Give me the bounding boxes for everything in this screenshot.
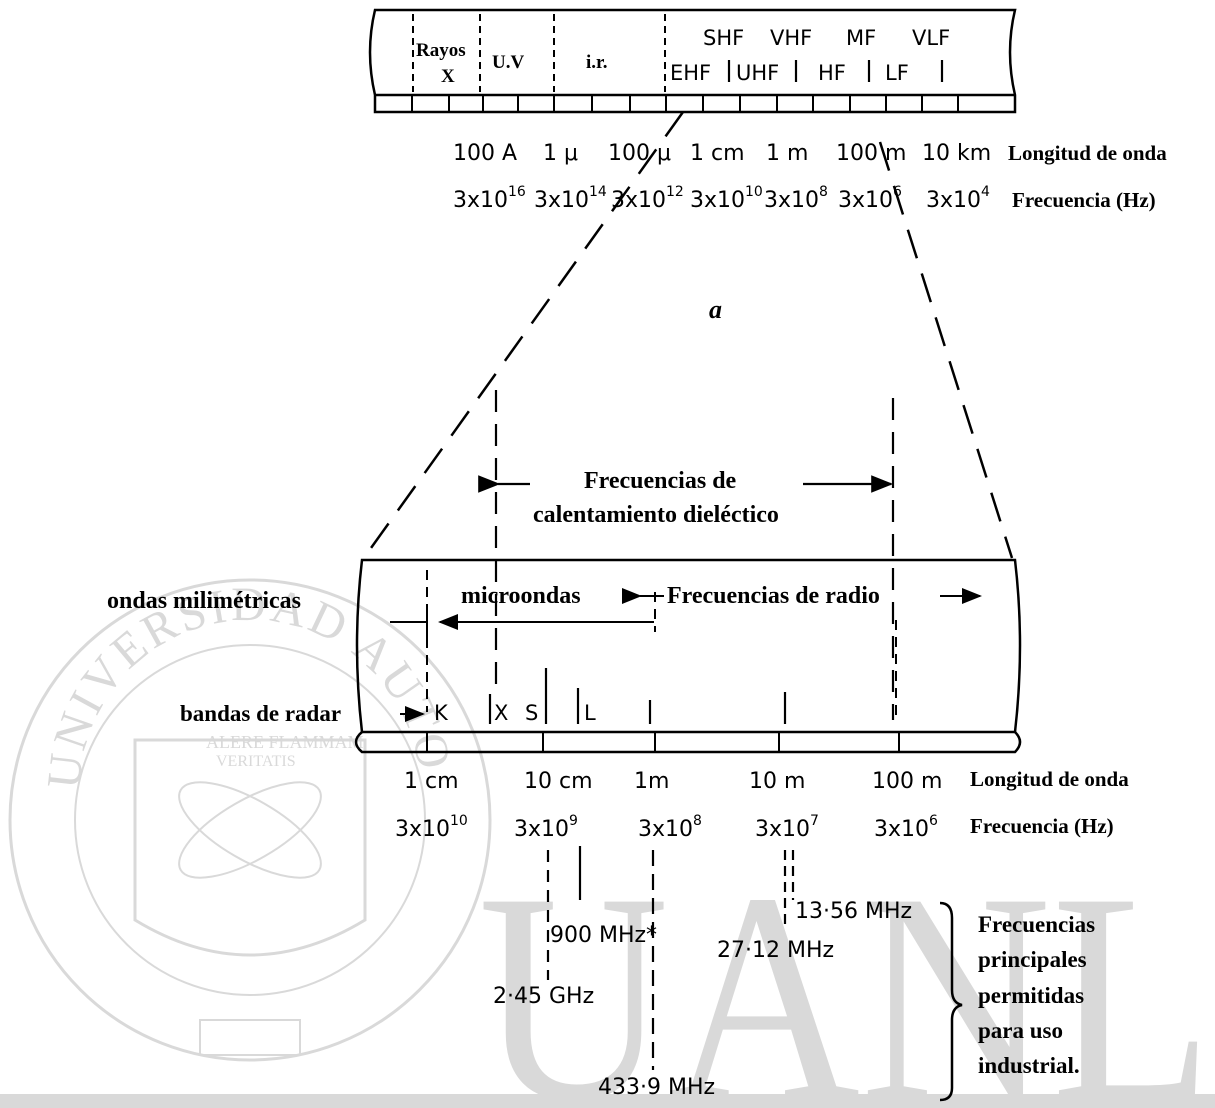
fq-detail-5: 3x106 <box>874 813 938 842</box>
wl-detail-100m: 100 m <box>872 769 942 794</box>
fq-detail-4: 3x107 <box>755 813 819 842</box>
university-seal-watermark: UNIVERSIDAD AUTONOMA DE NUEVO LEON ALERE… <box>0 0 492 1062</box>
detail-band <box>354 558 1022 754</box>
dielectric-range <box>478 390 895 720</box>
wavelength-title-detail: Longitud de onda <box>970 767 1129 791</box>
wl-detail-10m: 10 m <box>749 769 805 794</box>
radio-frequencies-label: Frecuencias de radio <box>667 583 880 609</box>
radar-band-l: L <box>584 701 596 725</box>
footer-band <box>0 1094 1215 1108</box>
freq-433mhz: 433·9 MHz <box>598 1075 715 1100</box>
radar-band-s: S <box>525 701 538 725</box>
caption-brace <box>939 901 963 1102</box>
top-frequency-row: 3x1016 3x1014 3x1012 3x1010 3x108 3x106 … <box>453 184 1156 213</box>
zoom-lines <box>364 111 1014 559</box>
fq-top-7: 3x104 <box>926 184 990 213</box>
wl-1m: 1 m <box>766 141 808 166</box>
wl-detail-1cm: 1 cm <box>404 769 459 794</box>
fq-top-2: 3x1014 <box>534 184 607 213</box>
wl-detail-10cm: 10 cm <box>524 769 593 794</box>
radar-bands-label: bandas de radar <box>180 701 341 726</box>
fq-detail-2: 3x109 <box>514 813 578 842</box>
fq-top-1: 3x1016 <box>453 184 526 213</box>
uanl-watermark-letters: UANL <box>478 831 1213 1108</box>
region-uv: U.V <box>492 52 524 73</box>
region-rayos: Rayos <box>416 40 466 61</box>
freq-900mhz: 900 MHz* <box>550 923 657 948</box>
caption-line3: permitidas <box>978 983 1084 1008</box>
band-mf: MF <box>846 26 876 50</box>
wl-1mu: 1 μ <box>543 141 578 166</box>
detail-frequency-row: 3x1010 3x109 3x108 3x107 3x106 Frecuenci… <box>395 813 1114 842</box>
seal-motto-line2: VERITATIS <box>216 753 296 770</box>
freq-2450mhz: 2·45 GHz <box>493 984 594 1009</box>
band-ehf: EHF <box>670 61 711 85</box>
freq-27mhz: 27·12 MHz <box>717 938 834 963</box>
band-lf: LF <box>885 61 909 85</box>
band-uhf: UHF <box>736 61 779 85</box>
dielectric-line1: Frecuencias de <box>584 468 737 494</box>
wl-100m: 100 m <box>836 141 906 166</box>
band-vhf: VHF <box>770 26 812 50</box>
microwaves-label: microondas <box>461 583 581 609</box>
caption-line2: principales <box>978 947 1087 972</box>
mm-waves-label: ondas milimétricas <box>107 588 301 614</box>
top-wavelength-row: 100 A 1 μ 100 μ 1 cm 1 m 100 m 10 km Lon… <box>453 141 1167 166</box>
region-x: X <box>441 66 455 87</box>
frequency-title-detail: Frecuencia (Hz) <box>970 814 1114 838</box>
wl-100mu: 100 μ <box>608 141 671 166</box>
panel-label: a <box>709 295 722 324</box>
allowed-frequency-leaders <box>546 846 795 1070</box>
region-ir: i.r. <box>586 52 607 73</box>
dielectric-line2: calentamiento dieléctico <box>533 502 779 528</box>
frequency-title-top: Frecuencia (Hz) <box>1012 188 1156 212</box>
radar-band-k: K <box>434 701 449 725</box>
freq-13mhz: 13·56 MHz <box>795 899 912 924</box>
fq-top-4: 3x1010 <box>690 184 763 213</box>
wavelength-title-top: Longitud de onda <box>1008 141 1167 165</box>
fq-detail-3: 3x108 <box>638 813 702 842</box>
fq-top-6: 3x106 <box>838 184 902 213</box>
band-hf: HF <box>818 61 846 85</box>
svg-text:UNIVERSIDAD AUTONOMA DE NUEVO: UNIVERSIDAD AUTONOMA DE NUEVO LEON <box>0 0 461 791</box>
top-spectrum-bar <box>368 8 1017 114</box>
wl-detail-1m: 1m <box>634 769 669 794</box>
caption-line1: Frecuencias <box>978 912 1095 937</box>
wl-1cm: 1 cm <box>690 141 745 166</box>
wl-100a: 100 A <box>453 141 517 166</box>
band-vlf: VLF <box>912 26 950 50</box>
seal-motto-line1: ALERE FLAMMAM <box>206 732 364 752</box>
allowed-caption: Frecuencias principales permitidas para … <box>978 912 1095 1078</box>
fq-top-5: 3x108 <box>764 184 828 213</box>
detail-wavelength-row: 1 cm 10 cm 1m 10 m 100 m Longitud de ond… <box>404 767 1129 794</box>
wl-10km: 10 km <box>922 141 991 166</box>
band-shf: SHF <box>703 26 744 50</box>
radar-band-x: X <box>494 701 508 725</box>
caption-line5: industrial. <box>978 1053 1080 1078</box>
caption-line4: para uso <box>978 1018 1063 1043</box>
fq-detail-1: 3x1010 <box>395 813 468 842</box>
